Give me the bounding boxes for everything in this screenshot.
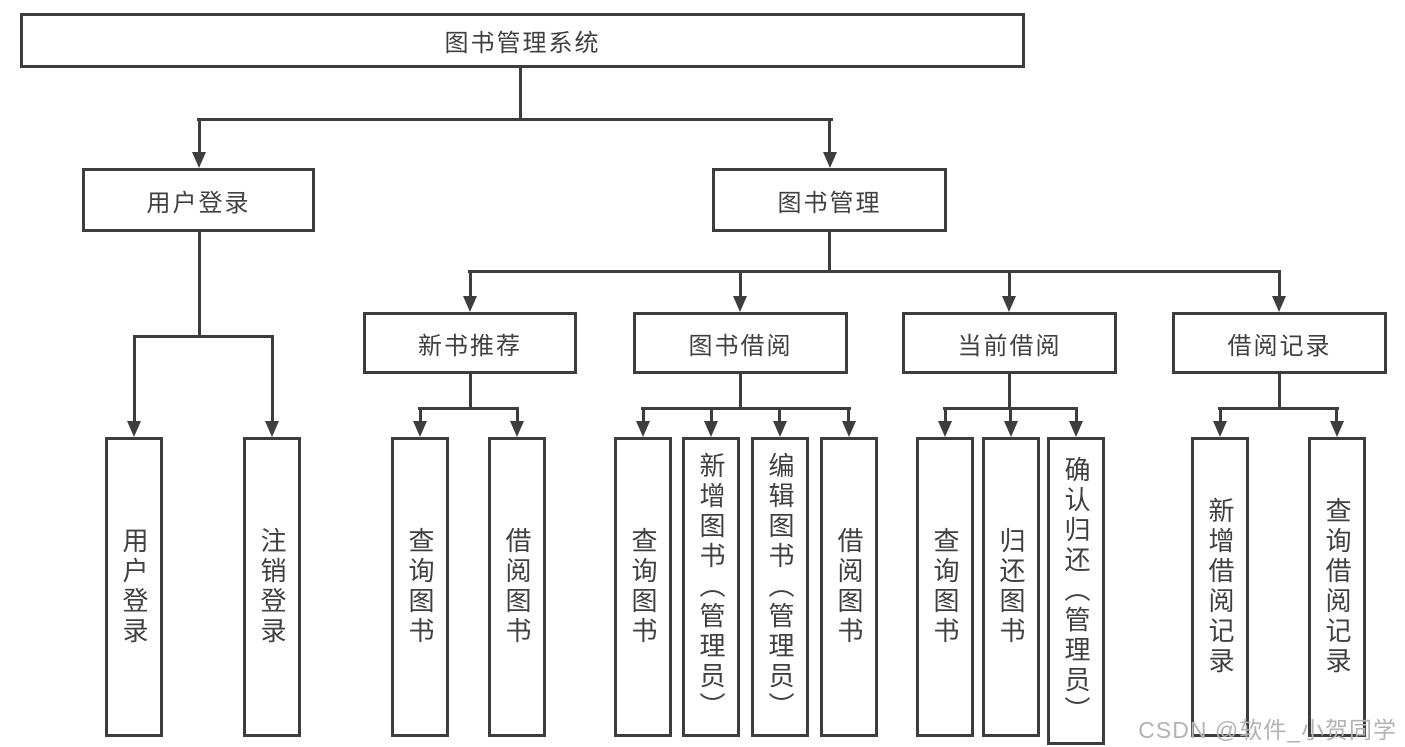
connector-root-stem	[519, 68, 522, 118]
node-label: 查询图书	[405, 527, 435, 647]
connector-borrowing-drop-1	[642, 407, 645, 421]
connector-bookmgmt-stem	[828, 232, 831, 270]
connector-current-drop-3	[1075, 407, 1078, 421]
connector-root-drop-right	[828, 118, 831, 152]
node-leaf-add-borrow-record: 新增借阅记录	[1191, 437, 1249, 737]
node-label: 查询借阅记录	[1322, 497, 1352, 677]
node-label: 编辑图书（管理员）	[765, 452, 795, 722]
connector-userlogin-drop-2	[271, 335, 274, 421]
node-label: 查询图书	[930, 527, 960, 647]
arrow-down-icon	[733, 296, 747, 312]
node-label: 图书管理系统	[444, 30, 601, 57]
node-label: 新增图书（管理员）	[696, 452, 726, 722]
arrow-down-icon	[773, 421, 787, 437]
connector-root-drop-left	[198, 118, 201, 152]
node-leaf-logout: 注销登录	[243, 437, 301, 737]
arrow-down-icon	[842, 421, 856, 437]
connector-newbook-drop-1	[419, 407, 422, 421]
node-label: 查询图书	[628, 527, 658, 647]
connector-userlogin-bar	[133, 335, 274, 338]
node-leaf-query-books-1: 查询图书	[391, 437, 449, 737]
node-leaf-add-books-admin: 新增图书（管理员）	[682, 437, 740, 737]
node-label: 注销登录	[257, 527, 287, 647]
arrow-down-icon	[192, 152, 206, 168]
connector-current-drop-1	[944, 407, 947, 421]
node-leaf-query-books-3: 查询图书	[916, 437, 974, 737]
node-current-borrowing: 当前借阅	[902, 312, 1117, 374]
arrow-down-icon	[704, 421, 718, 437]
csdn-watermark: CSDN @软件_小贺同学	[1138, 717, 1397, 743]
arrow-down-icon	[1069, 421, 1083, 437]
node-borrowing-records: 借阅记录	[1172, 312, 1387, 374]
node-label: 新书推荐	[418, 332, 522, 360]
node-label: 确认归还（管理员）	[1061, 456, 1091, 726]
node-leaf-query-books-2: 查询图书	[614, 437, 672, 737]
node-label: 借阅图书	[834, 527, 864, 647]
node-leaf-edit-books-admin: 编辑图书（管理员）	[751, 437, 809, 737]
connector-borrowing-bar	[641, 407, 851, 410]
node-new-book-recommend: 新书推荐	[363, 312, 577, 374]
arrow-down-icon	[1272, 296, 1286, 312]
arrow-down-icon	[1002, 296, 1016, 312]
node-leaf-confirm-return-admin: 确认归还（管理员）	[1047, 437, 1105, 745]
connector-borrowing-drop-4	[847, 407, 850, 421]
node-leaf-borrow-books-2: 借阅图书	[820, 437, 878, 737]
arrow-down-icon	[1213, 421, 1227, 437]
connector-newbook-bar	[418, 407, 519, 410]
arrow-down-icon	[823, 152, 837, 168]
node-leaf-user-login: 用户登录	[105, 437, 163, 737]
node-label: 用户登录	[146, 189, 251, 217]
connector-bookmgmt-drop-4	[1278, 270, 1281, 296]
connector-borrowing-drop-2	[710, 407, 713, 421]
arrow-down-icon	[636, 421, 650, 437]
arrow-down-icon	[127, 421, 141, 437]
node-leaf-borrow-books-1: 借阅图书	[488, 437, 546, 737]
connector-userlogin-stem	[198, 232, 201, 335]
node-label: 借阅图书	[502, 527, 532, 647]
connector-bookmgmt-bar	[468, 270, 1281, 273]
arrow-down-icon	[938, 421, 952, 437]
node-label: 新增借阅记录	[1205, 497, 1235, 677]
connector-bookmgmt-drop-2	[739, 270, 742, 296]
connector-bookmgmt-drop-3	[1008, 270, 1011, 296]
connector-borrowing-stem	[739, 374, 742, 407]
node-user-login: 用户登录	[82, 168, 315, 232]
connector-records-drop-2	[1335, 407, 1338, 421]
node-label: 图书借阅	[688, 332, 793, 360]
connector-newbook-stem	[469, 374, 472, 407]
connector-current-stem	[1008, 374, 1011, 407]
connector-records-bar	[1218, 407, 1339, 410]
node-leaf-query-borrow-record: 查询借阅记录	[1308, 437, 1366, 737]
arrow-down-icon	[413, 421, 427, 437]
connector-newbook-drop-2	[516, 407, 519, 421]
arrow-down-icon	[510, 421, 524, 437]
node-label: 图书管理	[777, 189, 882, 217]
connector-root-bar	[197, 118, 833, 121]
connector-records-drop-1	[1219, 407, 1222, 421]
node-label: 当前借阅	[957, 332, 1062, 360]
node-book-borrowing: 图书借阅	[633, 312, 848, 374]
connector-records-stem	[1278, 374, 1281, 407]
connector-borrowing-drop-3	[778, 407, 781, 421]
arrow-down-icon	[1330, 421, 1344, 437]
connector-bookmgmt-drop-1	[469, 270, 472, 296]
arrow-down-icon	[463, 296, 477, 312]
arrow-down-icon	[1004, 421, 1018, 437]
node-book-management: 图书管理	[712, 168, 947, 232]
node-label: 用户登录	[119, 527, 149, 647]
node-library-management-system: 图书管理系统	[20, 13, 1025, 68]
connector-current-drop-2	[1009, 407, 1012, 421]
node-label: 归还图书	[996, 527, 1026, 647]
node-leaf-return-books: 归还图书	[982, 437, 1040, 737]
arrow-down-icon	[265, 421, 279, 437]
node-label: 借阅记录	[1227, 332, 1332, 360]
connector-userlogin-drop-1	[133, 335, 136, 421]
